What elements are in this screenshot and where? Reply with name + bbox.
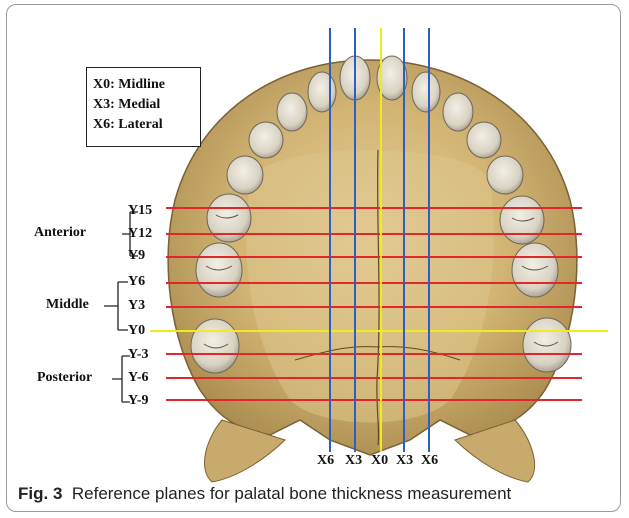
- group-label-middle: Middle: [46, 297, 89, 313]
- figure-caption: Fig. 3 Reference planes for palatal bone…: [18, 484, 618, 504]
- row-label-y9: Y9: [128, 248, 145, 264]
- col-label-x0: X0: [371, 453, 388, 469]
- col-label-x3-right: X3: [396, 453, 413, 469]
- row-label-y6: Y6: [128, 274, 145, 290]
- bone-shadow: [246, 150, 493, 423]
- row-label-y-9: Y-9: [128, 393, 149, 409]
- row-label-y0: Y0: [128, 323, 145, 339]
- row-label-y3: Y3: [128, 298, 145, 314]
- caption-text: Reference planes for palatal bone thickn…: [72, 484, 511, 503]
- legend-row: X3: Medial: [93, 95, 200, 115]
- row-label-y-3: Y-3: [128, 347, 149, 363]
- figure-number: Fig. 3: [18, 484, 62, 503]
- row-label-y12: Y12: [128, 226, 152, 242]
- group-label-posterior: Posterior: [37, 370, 92, 386]
- group-label-anterior: Anterior: [34, 225, 86, 241]
- legend-row: X6: Lateral: [93, 115, 200, 135]
- row-label-y-6: Y-6: [128, 370, 149, 386]
- col-label-x6-right: X6: [421, 453, 438, 469]
- col-label-x6-left: X6: [317, 453, 334, 469]
- legend: X0: Midline X3: Medial X6: Lateral: [86, 67, 201, 147]
- row-label-y15: Y15: [128, 203, 152, 219]
- col-label-x3-left: X3: [345, 453, 362, 469]
- legend-row: X0: Midline: [93, 75, 200, 95]
